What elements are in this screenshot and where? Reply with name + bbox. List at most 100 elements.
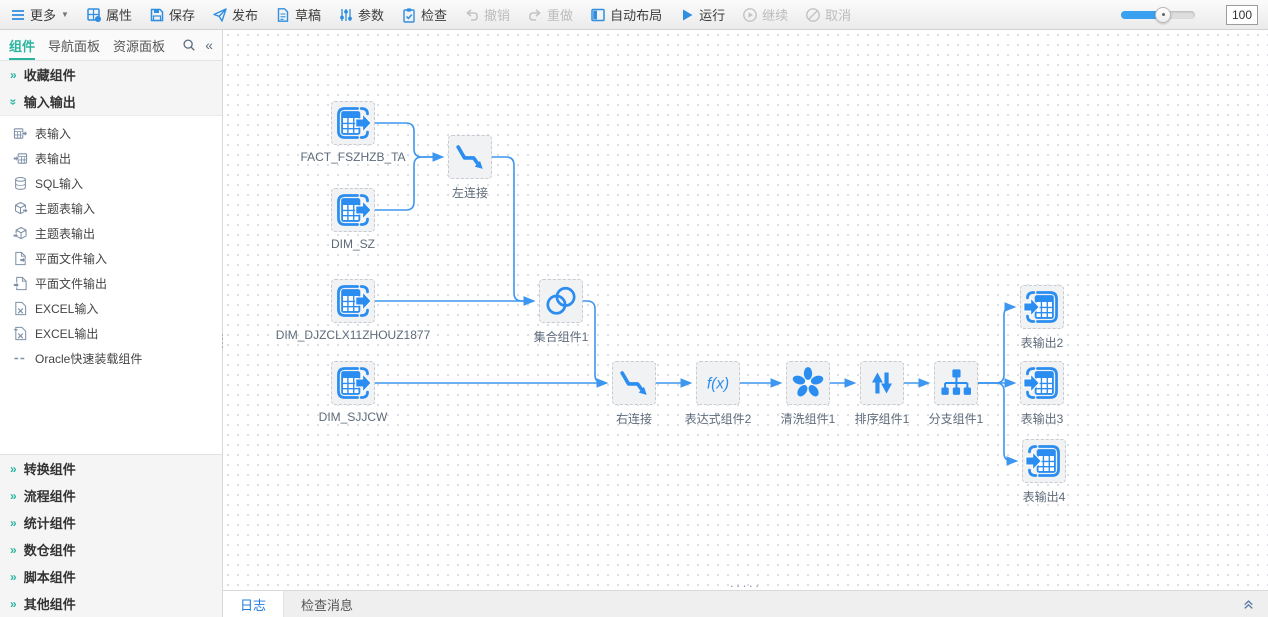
component-table-input[interactable]: 表输入 [0, 121, 222, 146]
excel-output-icon [13, 326, 28, 341]
redo-button[interactable]: 重做 [527, 5, 573, 24]
node-dim-sjjcw[interactable]: DIM_SJJCW [319, 361, 387, 424]
collapse-sidebar-icon[interactable]: « [205, 37, 213, 53]
excel-input-icon [13, 301, 28, 316]
zoom-slider-fill [1121, 10, 1163, 19]
table-input-icon [333, 281, 373, 321]
file-input-icon [13, 251, 28, 266]
continue-button[interactable]: 继续 [742, 5, 788, 24]
branch-tree-icon [936, 363, 976, 403]
tab-log[interactable]: 日志 [223, 591, 285, 617]
tab-resource-panel[interactable]: 资源面板 [113, 38, 166, 54]
fx-icon [698, 363, 738, 403]
properties-button[interactable]: 属性 [86, 5, 132, 24]
section-transform-components[interactable]: » 转换组件 [10, 461, 76, 478]
zoom-slider[interactable] [1121, 6, 1195, 23]
caret-down-icon: ▼ [61, 10, 69, 19]
more-label: 更多 [30, 8, 57, 23]
check-icon [401, 7, 417, 23]
node-fact-fszhzb-ta[interactable]: FACT_FSZHZB_TA [300, 101, 406, 164]
component-sql-input[interactable]: SQL输入 [0, 171, 222, 196]
section-input-output[interactable]: » 输入输出 [6, 95, 76, 110]
node-table-output2[interactable]: 表输出2 [1020, 285, 1064, 350]
continue-icon [742, 7, 758, 23]
save-button[interactable]: 保存 [149, 5, 195, 24]
table-output-icon [13, 151, 28, 166]
node-union-component[interactable]: 集合组件1 [534, 279, 588, 344]
draft-icon [275, 7, 291, 23]
dash-icon [13, 351, 28, 366]
edge-dimsz-to-leftjoin [375, 156, 442, 211]
node-sort-component[interactable]: 排序组件1 [855, 361, 909, 426]
edge-leftjoin-to-union [492, 156, 536, 306]
component-oracle-fast-load[interactable]: Oracle快速装载组件 [0, 346, 222, 371]
component-table-output[interactable]: 表输出 [0, 146, 222, 171]
component-flat-file-output[interactable]: 平面文件输出 [0, 271, 222, 296]
edge-branch-to-output4 [978, 382, 1019, 466]
component-excel-output[interactable]: EXCEL输出 [0, 321, 222, 346]
chevron-down-icon: » [6, 98, 21, 105]
flow-canvas[interactable]: FACT_FSZHZB_TA DIM_SZ 左连接 DIM_DJZCLX11ZH… [223, 30, 1268, 593]
node-table-output3[interactable]: 表输出3 [1020, 361, 1064, 426]
tab-components[interactable]: 组件 [9, 30, 35, 60]
section-warehouse-components[interactable]: » 数仓组件 [10, 542, 76, 559]
section-flow-components[interactable]: » 流程组件 [10, 488, 76, 505]
cancel-icon [805, 7, 821, 23]
sidebar-tab-bar: 组件 导航面板 资源面板 « [0, 30, 222, 61]
cancel-button[interactable]: 取消 [805, 5, 851, 24]
section-script-components[interactable]: » 脚本组件 [10, 569, 76, 586]
node-left-join[interactable]: 左连接 [448, 135, 492, 200]
section-statistics-components[interactable]: » 统计组件 [10, 515, 76, 532]
zoom-slider-thumb[interactable] [1155, 6, 1171, 23]
params-icon [338, 7, 354, 23]
node-dim-djzclx[interactable]: DIM_DJZCLX11ZHOUZ1877 [276, 279, 430, 342]
table-input-icon [333, 363, 373, 403]
params-button[interactable]: 参数 [338, 5, 384, 24]
more-button[interactable]: 更多 ▼ [10, 5, 69, 24]
component-list: 表输入 表输出 SQL输入 主题表输入 主题表输出 平面文件输入 [0, 115, 222, 455]
union-icon [541, 281, 581, 321]
sidebar-resize-handle[interactable] [220, 318, 225, 364]
node-clean-component[interactable]: 清洗组件1 [781, 361, 835, 426]
expand-panel-icon[interactable] [1241, 596, 1256, 614]
bottom-panel: 日志 检查消息 [223, 590, 1268, 617]
join-icon [450, 137, 490, 177]
table-input-icon [13, 126, 28, 141]
chevron-right-icon: » [10, 569, 17, 584]
auto-layout-button[interactable]: 自动布局 [590, 5, 662, 24]
chevron-right-icon: » [10, 596, 17, 611]
component-sidebar: 组件 导航面板 资源面板 « » 收藏组件 » 输入输出 表输入 表输出 [0, 30, 225, 617]
component-excel-input[interactable]: EXCEL输入 [0, 296, 222, 321]
chevron-right-icon: » [10, 542, 17, 557]
undo-button[interactable]: 撤销 [464, 5, 510, 24]
edge-branch-to-output2 [978, 302, 1017, 384]
section-other-components[interactable]: » 其他组件 [10, 596, 76, 613]
node-branch-component[interactable]: 分支组件1 [929, 361, 983, 426]
run-button[interactable]: 运行 [679, 5, 725, 24]
menu-icon [10, 7, 26, 23]
zoom-value-input[interactable] [1226, 4, 1258, 25]
node-table-output4[interactable]: 表输出4 [1022, 439, 1066, 504]
join-icon [614, 363, 654, 403]
publish-icon [212, 7, 228, 23]
node-expression-component[interactable]: 表达式组件2 [685, 361, 751, 426]
search-icon[interactable] [182, 38, 196, 52]
node-dim-sz[interactable]: DIM_SZ [331, 188, 375, 251]
draft-button[interactable]: 草稿 [275, 5, 321, 24]
component-subject-table-input[interactable]: 主题表输入 [0, 196, 222, 221]
chevron-right-icon: » [10, 488, 17, 503]
node-right-join[interactable]: 右连接 [612, 361, 656, 426]
publish-button[interactable]: 发布 [212, 5, 258, 24]
table-output-icon [1024, 441, 1064, 481]
pinwheel-icon [788, 363, 828, 403]
section-favorite-components[interactable]: » 收藏组件 [10, 67, 76, 84]
tab-check-messages[interactable]: 检查消息 [301, 597, 354, 613]
cube-output-icon [13, 226, 28, 241]
tab-navigation-panel[interactable]: 导航面板 [48, 38, 101, 54]
save-icon [149, 7, 165, 23]
panel-resize-handle[interactable]: ····· [729, 578, 762, 593]
check-button[interactable]: 检查 [401, 5, 447, 24]
component-subject-table-output[interactable]: 主题表输出 [0, 221, 222, 246]
sql-input-icon [13, 176, 28, 191]
component-flat-file-input[interactable]: 平面文件输入 [0, 246, 222, 271]
